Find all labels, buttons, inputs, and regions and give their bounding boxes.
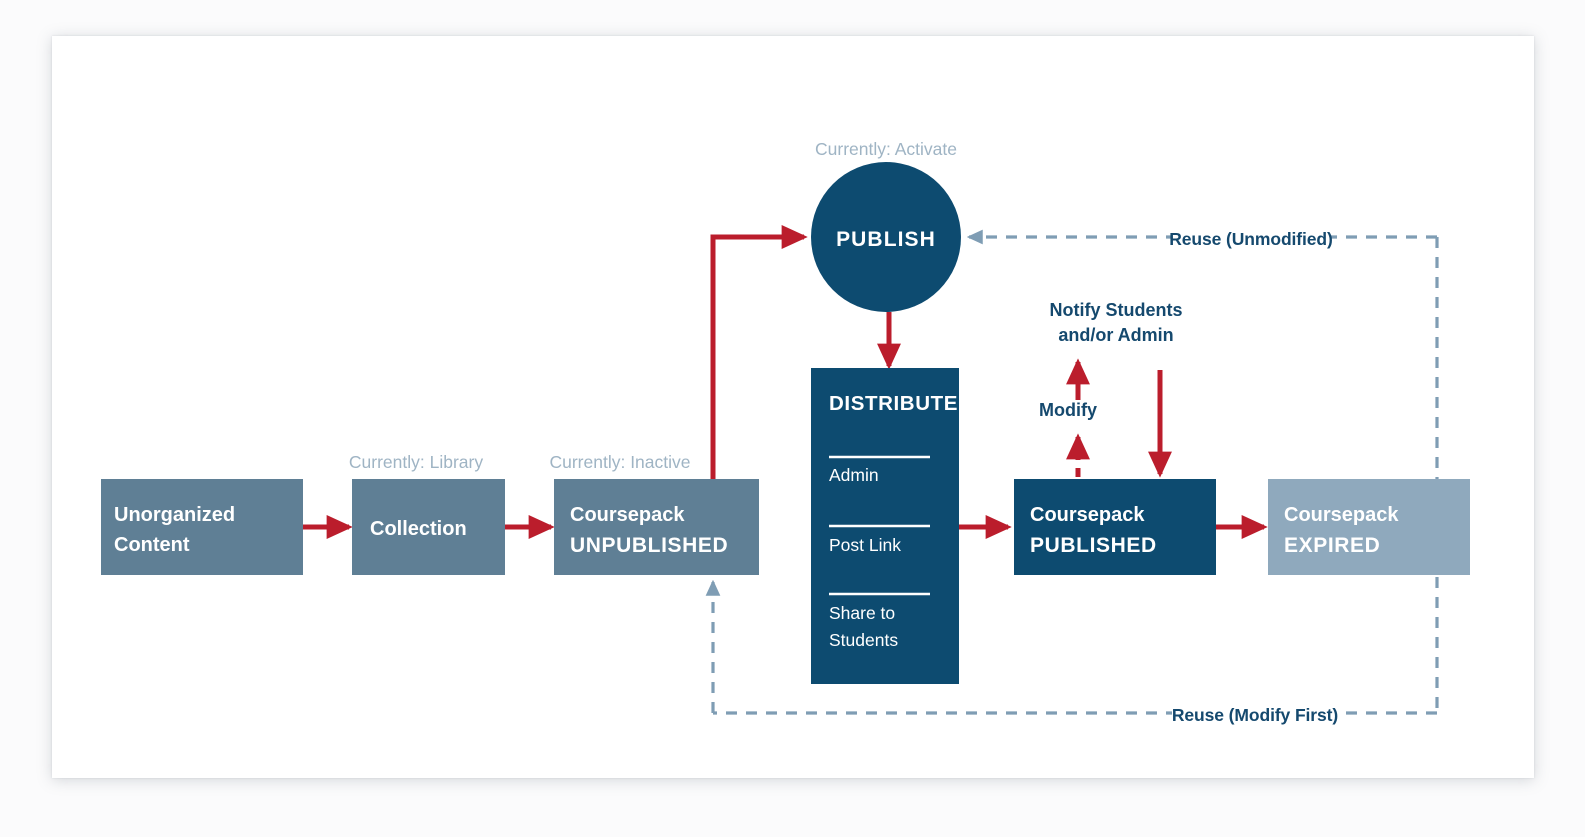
distribute-title: DISTRIBUTE	[829, 392, 958, 415]
collection-label: Collection	[370, 518, 467, 540]
edge-unpublished-to-publish	[710, 225, 808, 480]
distribute-item-post-link: Post Link	[829, 535, 901, 555]
node-unorganized-content[interactable]: Unorganized Content	[101, 479, 303, 575]
distribute-item-share-line1: Share to	[829, 603, 895, 623]
node-distribute[interactable]: DISTRIBUTE Admin Post Link Share to Stud…	[811, 368, 959, 684]
unorganized-content-label-line1: Unorganized	[114, 504, 235, 526]
publish-label: PUBLISH	[836, 228, 936, 251]
reuse-modify-first-label: Reuse (Modify First)	[1172, 705, 1338, 725]
coursepack-unpublished-caption: Currently: Inactive	[549, 452, 690, 472]
notify-label-line2: and/or Admin	[1058, 325, 1173, 345]
coursepack-published-label-line2: PUBLISHED	[1030, 534, 1157, 557]
notify-label-line1: Notify Students	[1050, 300, 1183, 320]
collection-caption: Currently: Library	[349, 452, 483, 472]
publish-caption: Currently: Activate	[815, 139, 957, 159]
coursepack-expired-box[interactable]	[1268, 479, 1470, 575]
coursepack-expired-label-line1: Coursepack	[1284, 504, 1399, 526]
node-publish[interactable]: Currently: Activate PUBLISH	[811, 139, 961, 312]
node-coursepack-unpublished[interactable]: Currently: Inactive Coursepack UNPUBLISH…	[549, 452, 759, 575]
coursepack-unpublished-box[interactable]	[554, 479, 759, 575]
collection-box[interactable]	[352, 479, 505, 575]
distribute-item-admin: Admin	[829, 465, 879, 485]
distribute-item-share-line2: Students	[829, 630, 898, 650]
modify-label: Modify	[1039, 400, 1097, 420]
coursepack-unpublished-label-line2: UNPUBLISHED	[570, 534, 728, 557]
reuse-unmodified-label: Reuse (Unmodified)	[1169, 229, 1333, 249]
publish-circle[interactable]	[811, 162, 961, 312]
unorganized-content-label-line2: Content	[114, 534, 190, 556]
reuse-modify-first-label-backdrop	[1172, 698, 1338, 728]
node-collection[interactable]: Currently: Library Collection	[349, 452, 505, 575]
coursepack-published-box[interactable]	[1014, 479, 1216, 575]
coursepack-published-label-line1: Coursepack	[1030, 504, 1145, 526]
node-coursepack-expired[interactable]: Coursepack EXPIRED	[1268, 479, 1470, 575]
diagram-card	[52, 36, 1534, 778]
unorganized-content-box[interactable]	[101, 479, 303, 575]
reuse-unmodified-label-backdrop	[1172, 222, 1330, 252]
node-coursepack-published[interactable]: Coursepack PUBLISHED	[1014, 479, 1216, 575]
coursepack-unpublished-label-line1: Coursepack	[570, 504, 685, 526]
coursepack-expired-label-line2: EXPIRED	[1284, 534, 1380, 557]
reuse-unmodified-edge	[966, 229, 1439, 713]
